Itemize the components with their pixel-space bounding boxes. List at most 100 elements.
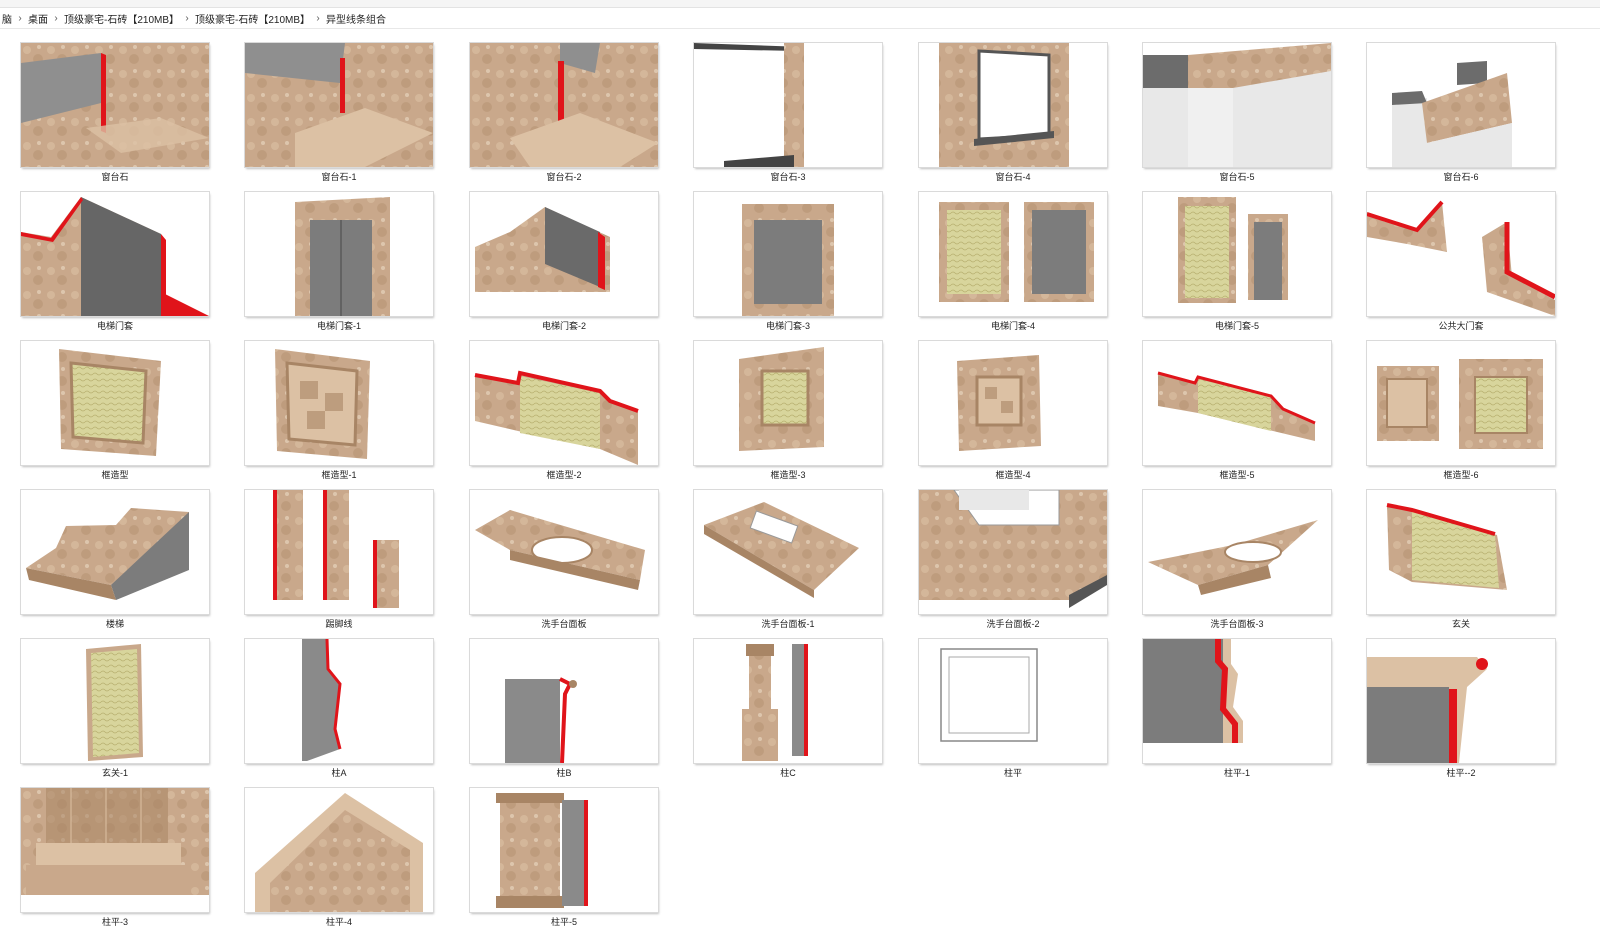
file-item[interactable]: 框造型-4 [898, 328, 1126, 480]
file-thumbnail[interactable] [694, 639, 882, 763]
file-name-label[interactable]: 柱平-4 [325, 917, 352, 927]
file-item[interactable]: 电梯门套 [0, 179, 228, 331]
file-item[interactable]: 电梯门套-2 [449, 179, 677, 331]
file-item[interactable]: 柱平 [898, 626, 1126, 778]
file-item[interactable]: 玄关 [1346, 477, 1574, 629]
file-name-label[interactable]: 楼梯 [105, 619, 124, 629]
breadcrumb-item-desktop[interactable]: 桌面 [28, 15, 48, 26]
file-item[interactable]: 柱平-4 [224, 775, 452, 927]
file-thumbnail[interactable] [919, 192, 1107, 316]
file-thumbnail[interactable] [1367, 639, 1555, 763]
file-name-label[interactable]: 柱平--2 [1446, 768, 1476, 778]
file-name-label[interactable]: 洗手台面板-1 [761, 619, 815, 629]
file-name-label[interactable]: 洗手台面板-3 [1210, 619, 1264, 629]
file-item[interactable]: 电梯门套-1 [224, 179, 452, 331]
file-item[interactable]: 框造型-6 [1346, 328, 1574, 480]
file-thumbnail[interactable] [919, 341, 1107, 465]
file-thumbnail[interactable] [1143, 341, 1331, 465]
file-thumbnail[interactable] [1143, 43, 1331, 167]
file-item[interactable]: 柱平-5 [449, 775, 677, 927]
file-name-label[interactable]: 窗台石-5 [1219, 172, 1255, 182]
file-item[interactable]: 洗手台面板-3 [1122, 477, 1350, 629]
file-item[interactable]: 公共大门套 [1346, 179, 1574, 331]
file-name-label[interactable]: 公共大门套 [1438, 321, 1484, 331]
file-thumbnail[interactable] [470, 490, 658, 614]
file-name-label[interactable]: 柱A [331, 768, 347, 778]
file-name-label[interactable]: 电梯门套-3 [765, 321, 810, 331]
file-thumbnail[interactable] [1367, 341, 1555, 465]
file-name-label[interactable]: 电梯门套-4 [990, 321, 1035, 331]
file-item[interactable]: 楼梯 [0, 477, 228, 629]
file-item[interactable]: 洗手台面板-2 [898, 477, 1126, 629]
file-name-label[interactable]: 电梯门套-1 [316, 321, 361, 331]
file-item[interactable]: 柱C [673, 626, 901, 778]
file-name-label[interactable]: 洗手台面板 [541, 619, 587, 629]
file-thumbnail[interactable] [694, 43, 882, 167]
file-item[interactable]: 框造型-2 [449, 328, 677, 480]
file-name-label[interactable]: 窗台石-2 [546, 172, 582, 182]
file-thumbnail[interactable] [470, 43, 658, 167]
file-name-label[interactable]: 框造型-1 [321, 470, 357, 480]
file-thumbnail[interactable] [694, 192, 882, 316]
file-name-label[interactable]: 框造型-4 [995, 470, 1031, 480]
file-item[interactable]: 柱A [224, 626, 452, 778]
file-item[interactable]: 窗台石-2 [449, 30, 677, 182]
file-thumbnail[interactable] [245, 639, 433, 763]
file-thumbnail[interactable] [1367, 43, 1555, 167]
file-item[interactable]: 窗台石-4 [898, 30, 1126, 182]
file-thumbnail[interactable] [470, 788, 658, 912]
file-item[interactable]: 电梯门套-5 [1122, 179, 1350, 331]
file-item[interactable]: 洗手台面板-1 [673, 477, 901, 629]
file-thumbnail[interactable] [919, 639, 1107, 763]
file-item[interactable]: 玄关-1 [0, 626, 228, 778]
file-item[interactable]: 洗手台面板 [449, 477, 677, 629]
file-thumbnail[interactable] [21, 490, 209, 614]
file-item[interactable]: 框造型-1 [224, 328, 452, 480]
file-item[interactable]: 窗台石-3 [673, 30, 901, 182]
breadcrumb-item-computer[interactable]: 脑 [2, 15, 12, 26]
file-thumbnail[interactable] [1143, 490, 1331, 614]
file-name-label[interactable]: 柱平-5 [550, 917, 577, 927]
file-name-label[interactable]: 框造型-5 [1219, 470, 1255, 480]
file-thumbnail[interactable] [21, 639, 209, 763]
file-item[interactable]: 框造型-5 [1122, 328, 1350, 480]
file-thumbnail[interactable] [21, 43, 209, 167]
file-item[interactable]: 柱B [449, 626, 677, 778]
file-name-label[interactable]: 窗台石-1 [321, 172, 357, 182]
file-name-label[interactable]: 窗台石-6 [1443, 172, 1479, 182]
file-thumbnail[interactable] [245, 490, 433, 614]
file-item[interactable]: 窗台石-6 [1346, 30, 1574, 182]
file-name-label[interactable]: 框造型-6 [1443, 470, 1479, 480]
file-item[interactable]: 柱平-1 [1122, 626, 1350, 778]
file-name-label[interactable]: 窗台石 [101, 172, 129, 182]
file-thumbnail[interactable] [694, 341, 882, 465]
file-thumbnail[interactable] [1143, 192, 1331, 316]
file-thumbnail[interactable] [21, 192, 209, 316]
file-item[interactable]: 窗台石-1 [224, 30, 452, 182]
file-thumbnail[interactable] [694, 490, 882, 614]
breadcrumb-item-folder-1[interactable]: 顶级豪宅-石砖【210MB】 [64, 15, 180, 26]
file-name-label[interactable]: 踢脚线 [325, 619, 353, 629]
file-item[interactable]: 框造型 [0, 328, 228, 480]
file-thumbnail[interactable] [245, 43, 433, 167]
file-name-label[interactable]: 玄关-1 [101, 768, 128, 778]
file-name-label[interactable]: 玄关 [1451, 619, 1470, 629]
breadcrumb[interactable]: 脑 › 桌面 › 顶级豪宅-石砖【210MB】 › 顶级豪宅-石砖【210MB】… [0, 9, 1600, 29]
file-name-label[interactable]: 电梯门套-2 [541, 321, 586, 331]
file-thumbnail[interactable] [919, 490, 1107, 614]
file-thumbnail[interactable] [470, 192, 658, 316]
file-item[interactable]: 电梯门套-3 [673, 179, 901, 331]
file-name-label[interactable]: 框造型-2 [546, 470, 582, 480]
file-item[interactable]: 踢脚线 [224, 477, 452, 629]
file-name-label[interactable]: 柱平-1 [1223, 768, 1250, 778]
file-name-label[interactable]: 窗台石-4 [995, 172, 1031, 182]
file-name-label[interactable]: 框造型 [101, 470, 129, 480]
file-item[interactable]: 柱平-3 [0, 775, 228, 927]
file-item[interactable]: 窗台石-5 [1122, 30, 1350, 182]
breadcrumb-item-folder-2[interactable]: 顶级豪宅-石砖【210MB】 [195, 15, 311, 26]
file-thumbnail[interactable] [245, 192, 433, 316]
file-thumbnail[interactable] [1367, 192, 1555, 316]
file-thumbnail[interactable] [21, 341, 209, 465]
file-thumbnail[interactable] [245, 788, 433, 912]
file-name-label[interactable]: 柱平-3 [101, 917, 128, 927]
